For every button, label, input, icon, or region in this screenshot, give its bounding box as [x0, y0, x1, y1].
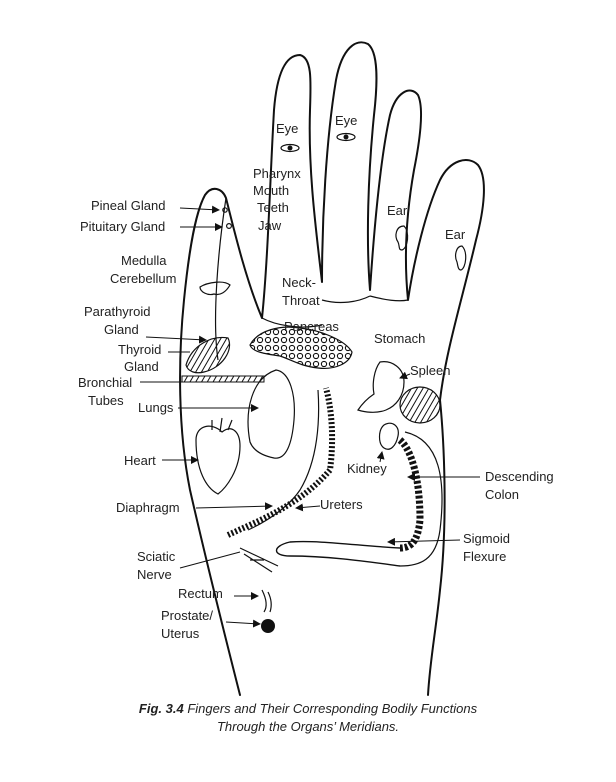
- label-sigmoid: Sigmoid: [463, 531, 510, 546]
- figure-caption: Fig. 3.4 Fingers and Their Corresponding…: [0, 700, 616, 736]
- medulla-shape: [199, 281, 231, 296]
- pineal-gland-dot: [222, 207, 228, 213]
- descending-colon: [397, 437, 424, 552]
- label-jaw: Jaw: [258, 218, 282, 233]
- caption-text-2: Through the Organs’ Meridians.: [216, 719, 400, 734]
- label-neck: Neck-: [282, 275, 316, 290]
- label-thyroid: Thyroid: [118, 342, 161, 357]
- label-lungs: Lungs: [138, 400, 174, 415]
- label-uterus: Uterus: [161, 626, 200, 641]
- label-kidney: Kidney: [347, 461, 387, 476]
- label-parathyroid: Parathyroid: [84, 304, 150, 319]
- ear-2-icon: [455, 245, 467, 271]
- label-ear-2: Ear: [445, 227, 466, 242]
- label-diaphragm: Diaphragm: [116, 500, 180, 515]
- stomach-shape: [357, 361, 405, 413]
- prostate-shape: [261, 619, 275, 633]
- caption-line-1: Fig. 3.4 Fingers and Their Corresponding…: [0, 700, 616, 718]
- caption-figure-number: Fig. 3.4: [138, 701, 184, 716]
- label-nerve: Nerve: [137, 567, 172, 582]
- lungs-shape: [247, 369, 295, 459]
- eye-2-icon: [336, 132, 356, 142]
- bronchial-tubes: [181, 375, 265, 383]
- heart-shape: [195, 417, 241, 495]
- label-parathyroid-gland: Gland: [104, 322, 139, 337]
- diaphragm-band: [226, 387, 336, 538]
- parathyroid-shape: [185, 336, 231, 374]
- caption-text-1: Fingers and Their Corresponding Bodily F…: [187, 701, 478, 716]
- ureters-line: [247, 389, 320, 531]
- kidney-shape: [378, 422, 399, 450]
- pituitary-gland-dot: [226, 223, 233, 230]
- label-stomach: Stomach: [374, 331, 425, 346]
- ear-1-icon: [395, 225, 409, 251]
- label-sciatic: Sciatic: [137, 549, 176, 564]
- label-medulla: Medulla: [121, 253, 167, 268]
- descending-colon-inner: [399, 431, 443, 567]
- label-eye-1: Eye: [276, 121, 298, 136]
- label-pituitary-gland: Pituitary Gland: [80, 219, 165, 234]
- label-eye-2: Eye: [335, 113, 357, 128]
- label-pancreas: Pancreas: [284, 319, 339, 334]
- label-bronchial: Bronchial: [78, 375, 132, 390]
- label-tubes: Tubes: [88, 393, 124, 408]
- label-descending: Descending: [485, 469, 554, 484]
- label-colon: Colon: [485, 487, 519, 502]
- label-pineal-gland: Pineal Gland: [91, 198, 165, 213]
- label-heart: Heart: [124, 453, 156, 468]
- label-ureters: Ureters: [320, 497, 363, 512]
- eye-1-icon: [280, 143, 300, 153]
- label-cerebellum: Cerebellum: [110, 271, 176, 286]
- label-thyroid-gland: Gland: [124, 359, 159, 374]
- rectum-shape: [261, 589, 272, 613]
- sciatic-nerve-shape: [239, 547, 279, 573]
- label-flexure: Flexure: [463, 549, 506, 564]
- label-teeth: Teeth: [257, 200, 289, 215]
- label-pharynx: Pharynx: [253, 166, 301, 181]
- pancreas-shape: [249, 326, 353, 369]
- label-mouth: Mouth: [253, 183, 289, 198]
- sigmoid-flexure: [275, 540, 401, 567]
- label-rectum: Rectum: [178, 586, 223, 601]
- spleen-shape: [399, 386, 441, 424]
- label-throat: Throat: [282, 293, 320, 308]
- label-spleen: Spleen: [410, 363, 450, 378]
- label-ear-1: Ear: [387, 203, 408, 218]
- leader-lines: [140, 205, 480, 628]
- label-prostate: Prostate/: [161, 608, 213, 623]
